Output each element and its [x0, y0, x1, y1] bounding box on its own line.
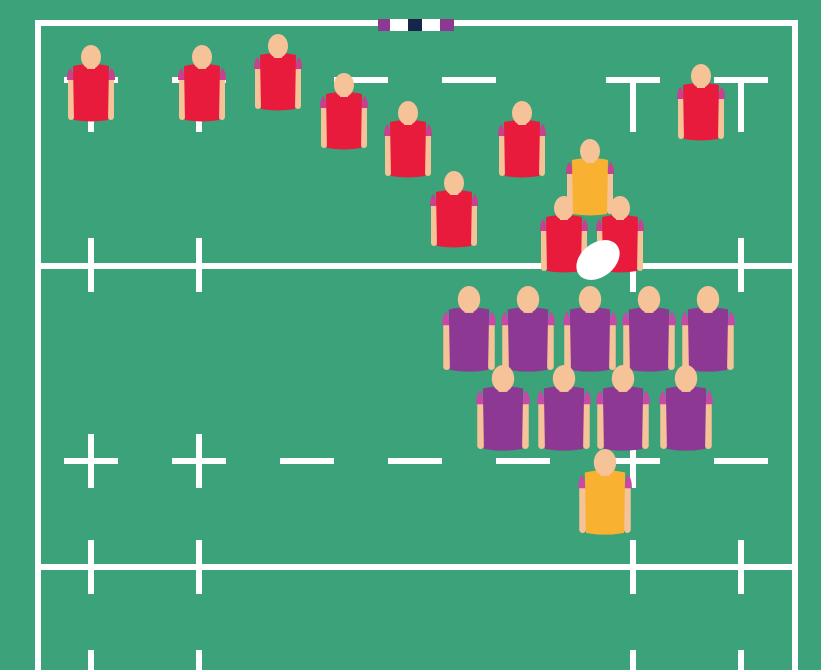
- arm: [68, 76, 74, 120]
- arm: [488, 321, 495, 370]
- head: [675, 365, 697, 392]
- arm: [624, 484, 631, 533]
- arm: [642, 400, 649, 449]
- head: [579, 286, 601, 313]
- arm: [727, 321, 734, 370]
- arm: [678, 95, 684, 139]
- arm: [471, 202, 477, 246]
- head: [398, 101, 418, 125]
- head: [580, 139, 600, 163]
- arm: [609, 321, 616, 370]
- arm: [539, 132, 545, 176]
- jersey: [603, 386, 643, 450]
- jersey: [184, 64, 220, 122]
- jersey: [508, 307, 548, 371]
- arm: [477, 400, 484, 449]
- arm: [321, 104, 327, 148]
- jersey: [683, 83, 719, 141]
- arm: [108, 76, 114, 120]
- head: [517, 286, 539, 313]
- arm: [637, 227, 643, 271]
- jersey: [326, 92, 362, 150]
- jersey: [390, 120, 426, 178]
- jersey: [629, 307, 669, 371]
- jersey: [449, 307, 489, 371]
- head: [594, 449, 616, 476]
- jersey: [666, 386, 706, 450]
- arm: [522, 400, 529, 449]
- arm: [567, 170, 573, 214]
- head: [334, 73, 354, 97]
- head: [612, 365, 634, 392]
- arm: [583, 400, 590, 449]
- jersey: [73, 64, 109, 122]
- arm: [361, 104, 367, 148]
- arm: [219, 76, 225, 120]
- head: [553, 365, 575, 392]
- arm: [579, 484, 586, 533]
- jersey: [504, 120, 540, 178]
- arm: [547, 321, 554, 370]
- arm: [425, 132, 431, 176]
- arm: [385, 132, 391, 176]
- arm: [502, 321, 509, 370]
- arm: [431, 202, 437, 246]
- head: [192, 45, 212, 69]
- head: [458, 286, 480, 313]
- arm: [538, 400, 545, 449]
- arm: [499, 132, 505, 176]
- arm: [623, 321, 630, 370]
- arm: [295, 65, 301, 109]
- jersey: [585, 470, 625, 534]
- arm: [668, 321, 675, 370]
- arm: [682, 321, 689, 370]
- head: [638, 286, 660, 313]
- head: [81, 45, 101, 69]
- arm: [564, 321, 571, 370]
- arm: [255, 65, 261, 109]
- jersey: [544, 386, 584, 450]
- jersey: [570, 307, 610, 371]
- head: [512, 101, 532, 125]
- jersey: [572, 158, 608, 216]
- head: [268, 34, 288, 58]
- head: [444, 171, 464, 195]
- arm: [541, 227, 547, 271]
- jersey: [436, 190, 472, 248]
- jersey: [688, 307, 728, 371]
- arm: [705, 400, 712, 449]
- head: [492, 365, 514, 392]
- head: [697, 286, 719, 313]
- arm: [718, 95, 724, 139]
- arm: [660, 400, 667, 449]
- arm: [443, 321, 450, 370]
- touch-flag-icon: [378, 19, 454, 31]
- arm: [607, 170, 613, 214]
- arm: [597, 400, 604, 449]
- jersey: [483, 386, 523, 450]
- arm: [179, 76, 185, 120]
- head: [691, 64, 711, 88]
- jersey: [260, 53, 296, 111]
